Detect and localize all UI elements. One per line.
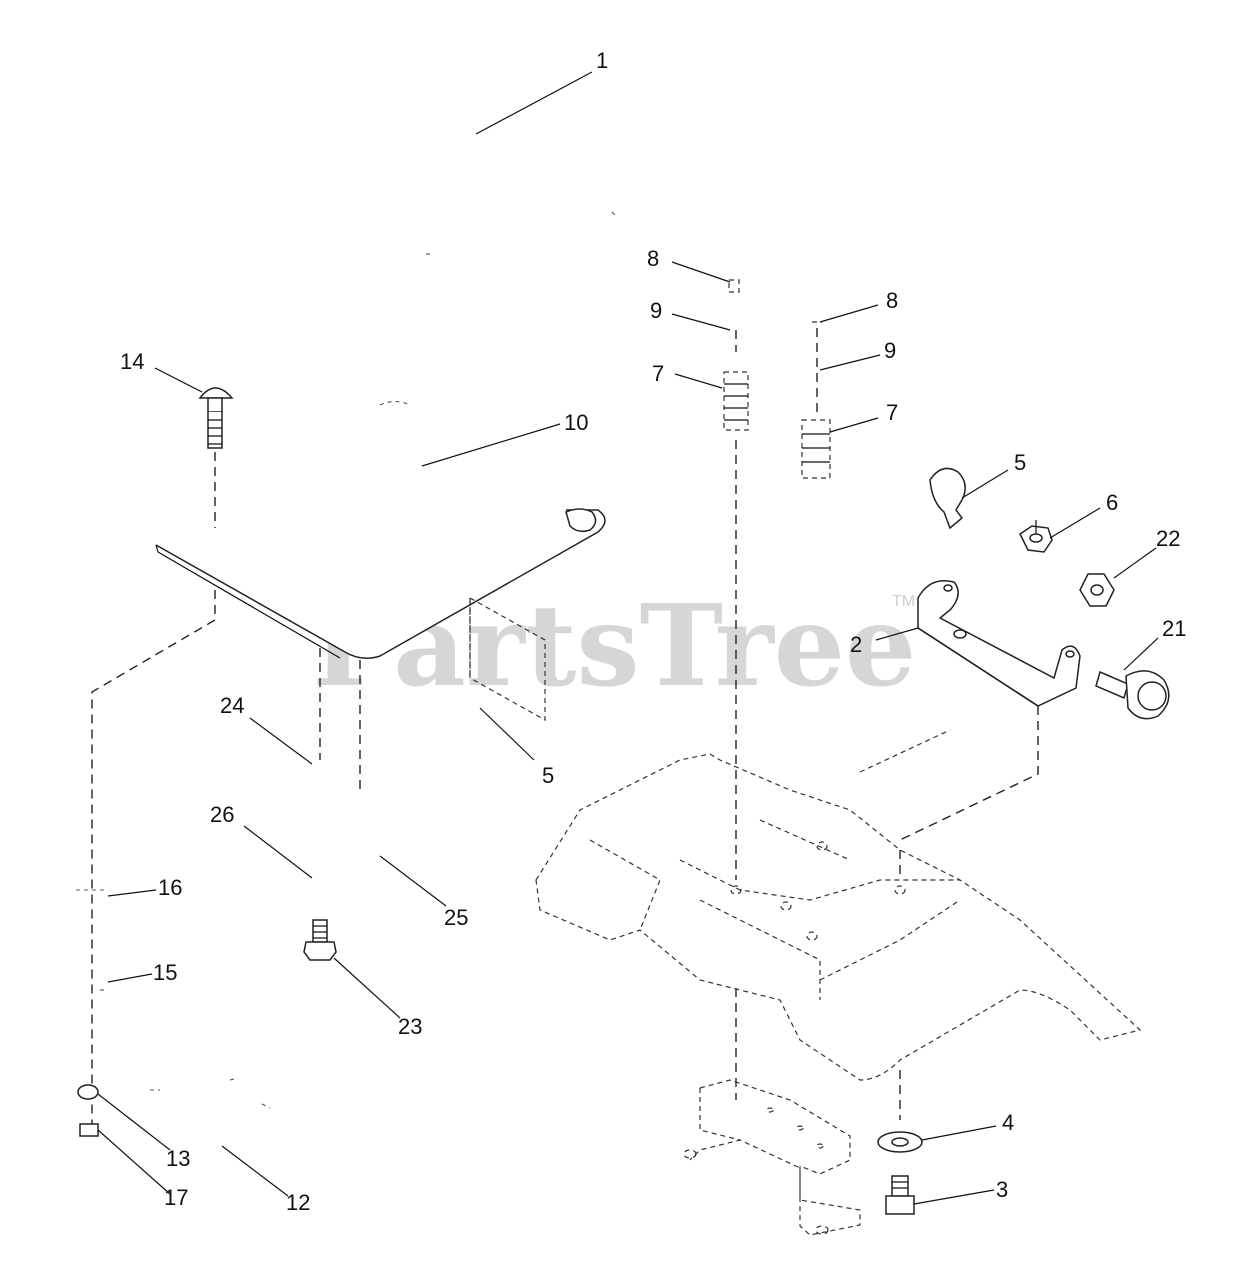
latch-5 <box>929 467 966 530</box>
nut-22 <box>1079 573 1115 607</box>
bolt-3 <box>885 1175 915 1215</box>
callout-4: 4 <box>1002 1110 1014 1135</box>
bolt-21 <box>1095 670 1170 720</box>
callout-7: 7 <box>886 400 898 425</box>
callout-6: 6 <box>1106 490 1118 515</box>
callout-13: 13 <box>166 1146 190 1171</box>
bottom-mount-bracket <box>683 1079 861 1236</box>
washer-4 <box>877 1131 923 1153</box>
bolt-23 <box>303 919 337 961</box>
carriage-bolt-14 <box>198 387 234 449</box>
callout-22: 22 <box>1156 526 1180 551</box>
callout-12: 12 <box>286 1190 310 1215</box>
callout-8: 8 <box>647 246 659 271</box>
bracket-2 <box>899 580 1081 841</box>
callout-26: 26 <box>210 802 234 827</box>
callout-3: 3 <box>996 1177 1008 1202</box>
spring-stack-left <box>723 279 749 1100</box>
callout-24: 24 <box>220 693 244 718</box>
callout-23: 23 <box>398 1014 422 1039</box>
callout-5: 5 <box>1014 450 1026 475</box>
callout-9: 9 <box>884 338 896 363</box>
callout-21: 21 <box>1162 616 1186 641</box>
callout-25: 25 <box>444 905 468 930</box>
callout-2: 2 <box>850 632 862 657</box>
callout-10: 10 <box>564 410 588 435</box>
spring-stack-right <box>801 321 831 479</box>
callout-8: 8 <box>886 288 898 313</box>
nut-6 <box>1019 520 1053 553</box>
chassis-frame <box>535 729 1142 1120</box>
callout-5: 5 <box>542 763 554 788</box>
seat-assembly <box>91 211 617 1130</box>
watermark-trademark: TM <box>892 593 915 610</box>
lower-left-hardware <box>76 889 271 1137</box>
callout-17: 17 <box>164 1185 188 1210</box>
callout-labels: 1 8 9 7 8 9 7 14 10 5 6 22 2 21 24 5 26 … <box>120 48 1186 1215</box>
callout-16: 16 <box>158 875 182 900</box>
callout-15: 15 <box>153 960 177 985</box>
leader-lines <box>97 71 1159 1205</box>
callout-14: 14 <box>120 349 144 374</box>
callout-7: 7 <box>652 361 664 386</box>
callout-9: 9 <box>650 298 662 323</box>
callout-1: 1 <box>596 48 608 73</box>
